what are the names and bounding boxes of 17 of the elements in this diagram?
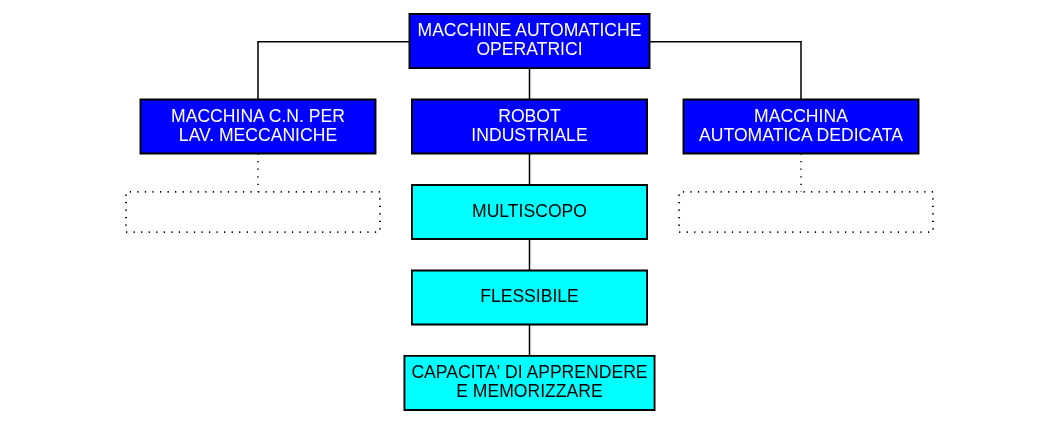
- connector: [800, 152, 802, 192]
- node-box: [678, 190, 934, 233]
- node-box: MULTISCOPO: [411, 183, 648, 240]
- node-box: [125, 190, 381, 233]
- connector: [528, 152, 531, 186]
- connector: [257, 40, 410, 100]
- node-box: MACCHINA C.N. PER LAV. MECCANICHE: [139, 98, 377, 154]
- connector: [649, 40, 802, 100]
- connector: [528, 66, 531, 100]
- node-box: MACCHINE AUTOMATICHE OPERATRICI: [408, 12, 651, 69]
- connector: [528, 323, 531, 357]
- connector: [257, 152, 259, 192]
- node-box: MACCHINA AUTOMATICA DEDICATA: [682, 98, 920, 154]
- node-box: FLESSIBILE: [411, 269, 648, 325]
- connector: [528, 237, 531, 271]
- node-box: ROBOT INDUSTRIALE: [411, 98, 648, 154]
- node-box: CAPACITA' DI APPRENDERE E MEMORIZZARE: [403, 354, 656, 411]
